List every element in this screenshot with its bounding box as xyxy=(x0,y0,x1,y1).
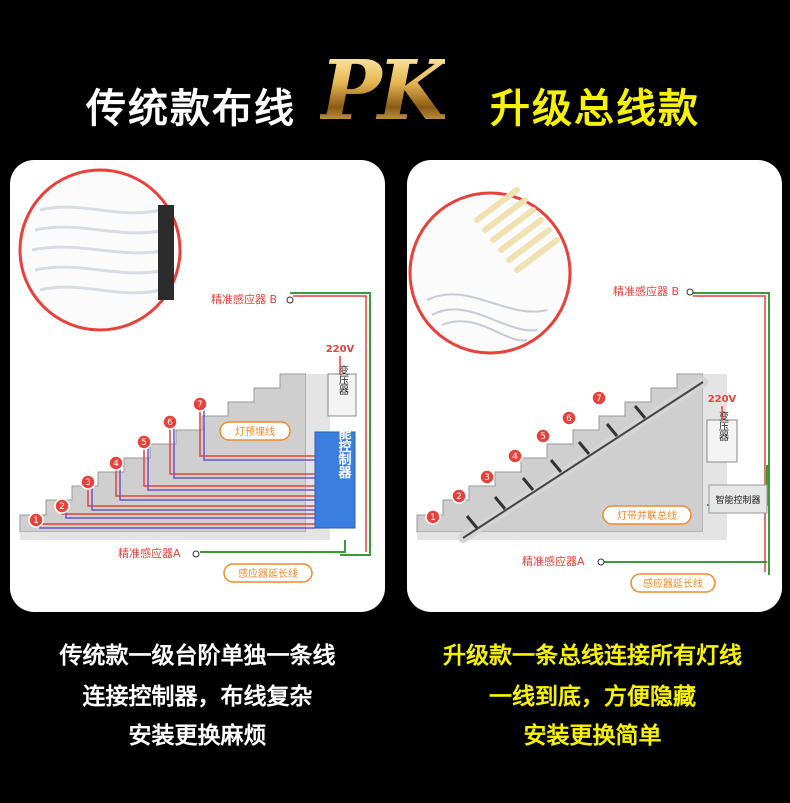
smart-controller xyxy=(314,431,356,529)
sensor-b-label: 精准感应器 B xyxy=(211,292,277,306)
svg-text:灯带并联总线: 灯带并联总线 xyxy=(617,509,677,522)
step-marker-1 xyxy=(425,509,441,525)
sensor-a-label: 精准感应器A xyxy=(522,554,585,568)
step-marker-5 xyxy=(535,428,551,444)
upgraded-caption-line-2: 一线到底，方便隐藏 xyxy=(489,684,696,710)
upgraded-caption-line-1: 升级款一条总线连接所有灯线 xyxy=(443,643,742,669)
step-marker-6 xyxy=(561,410,577,426)
svg-text:2: 2 xyxy=(456,492,462,502)
step-marker-5 xyxy=(136,434,152,450)
svg-text:2: 2 xyxy=(59,502,65,512)
step-marker-2 xyxy=(451,488,467,504)
upgraded-title: 升级总线款 xyxy=(490,86,700,132)
svg-text:变压器: 变压器 xyxy=(337,364,349,396)
transformer-box xyxy=(327,373,357,417)
step-marker-3 xyxy=(479,469,495,485)
bus-tag xyxy=(602,505,692,525)
svg-text:感应器延长线: 感应器延长线 xyxy=(238,567,298,580)
smart-controller xyxy=(708,484,768,514)
step-marker-4 xyxy=(108,455,124,471)
traditional-title: 传统款布线 xyxy=(86,86,296,132)
step-marker-3 xyxy=(80,474,96,490)
svg-text:变压器: 变压器 xyxy=(717,410,729,442)
svg-text:7: 7 xyxy=(596,394,602,404)
svg-text:3: 3 xyxy=(484,473,490,483)
svg-text:4: 4 xyxy=(512,452,518,462)
led-strip-inset xyxy=(408,191,572,355)
traditional-caption-line-3: 安装更换麻烦 xyxy=(128,723,267,749)
transformer-box xyxy=(706,419,738,463)
svg-text:感应器延长线: 感应器延长线 xyxy=(643,577,703,590)
svg-text:1: 1 xyxy=(430,513,436,523)
ext-tag xyxy=(223,563,313,583)
step-marker-4 xyxy=(507,448,523,464)
controller-board-photo xyxy=(158,205,174,300)
step-marker-7 xyxy=(591,390,607,406)
step-marker-7 xyxy=(192,396,208,412)
step-markers: 1 2 3 4 5 6 7 xyxy=(28,396,208,528)
upgraded-caption-line-3: 安装更换简单 xyxy=(523,723,662,749)
traditional-caption-line-1: 传统款一级台阶单独一条线 xyxy=(59,643,336,669)
pk-logo: PK xyxy=(320,43,449,139)
step-marker-2 xyxy=(54,498,70,514)
upgraded-wiring-panel: 1 2 3 4 5 6 7 变压器 220V 智能控制器 精准感应器 B 精准感 xyxy=(407,160,782,612)
traditional-wiring-panel: 1 2 3 4 5 6 7 智能控制器 变压器 220V 精准感应器 B 精准感… xyxy=(10,160,385,612)
svg-text:5: 5 xyxy=(540,432,546,442)
traditional-wiring-diagram: 1 2 3 4 5 6 7 智能控制器 变压器 220V 精准感应器 B 精准感… xyxy=(18,168,371,583)
svg-text:4: 4 xyxy=(113,459,119,469)
voltage-label: 220V xyxy=(326,344,355,355)
svg-text:6: 6 xyxy=(167,418,173,428)
svg-text:6: 6 xyxy=(566,414,572,424)
svg-text:5: 5 xyxy=(141,438,147,448)
sensor-b-label: 精准感应器 B xyxy=(613,284,679,298)
staircase xyxy=(416,373,704,533)
step-marker-6 xyxy=(162,414,178,430)
svg-text:智能控制器: 智能控制器 xyxy=(715,494,760,506)
svg-text:1: 1 xyxy=(33,516,39,526)
step-marker-1 xyxy=(28,512,44,528)
svg-text:灯预埋线: 灯预埋线 xyxy=(235,425,275,438)
traditional-caption-line-2: 连接控制器，布线复杂 xyxy=(82,684,313,710)
voltage-label: 220V xyxy=(708,394,737,405)
svg-text:智能控制器: 智能控制器 xyxy=(336,413,353,480)
ext-tag xyxy=(630,573,716,593)
upgraded-wiring-diagram: 1 2 3 4 5 6 7 变压器 220V 智能控制器 精准感应器 B 精准感 xyxy=(408,187,770,593)
header: 传统款布线 PK 升级总线款 xyxy=(0,0,790,160)
sensor-a-label: 精准感应器A xyxy=(118,546,181,560)
svg-text:3: 3 xyxy=(85,478,91,488)
svg-text:7: 7 xyxy=(197,400,203,410)
wire-tag xyxy=(219,421,291,441)
